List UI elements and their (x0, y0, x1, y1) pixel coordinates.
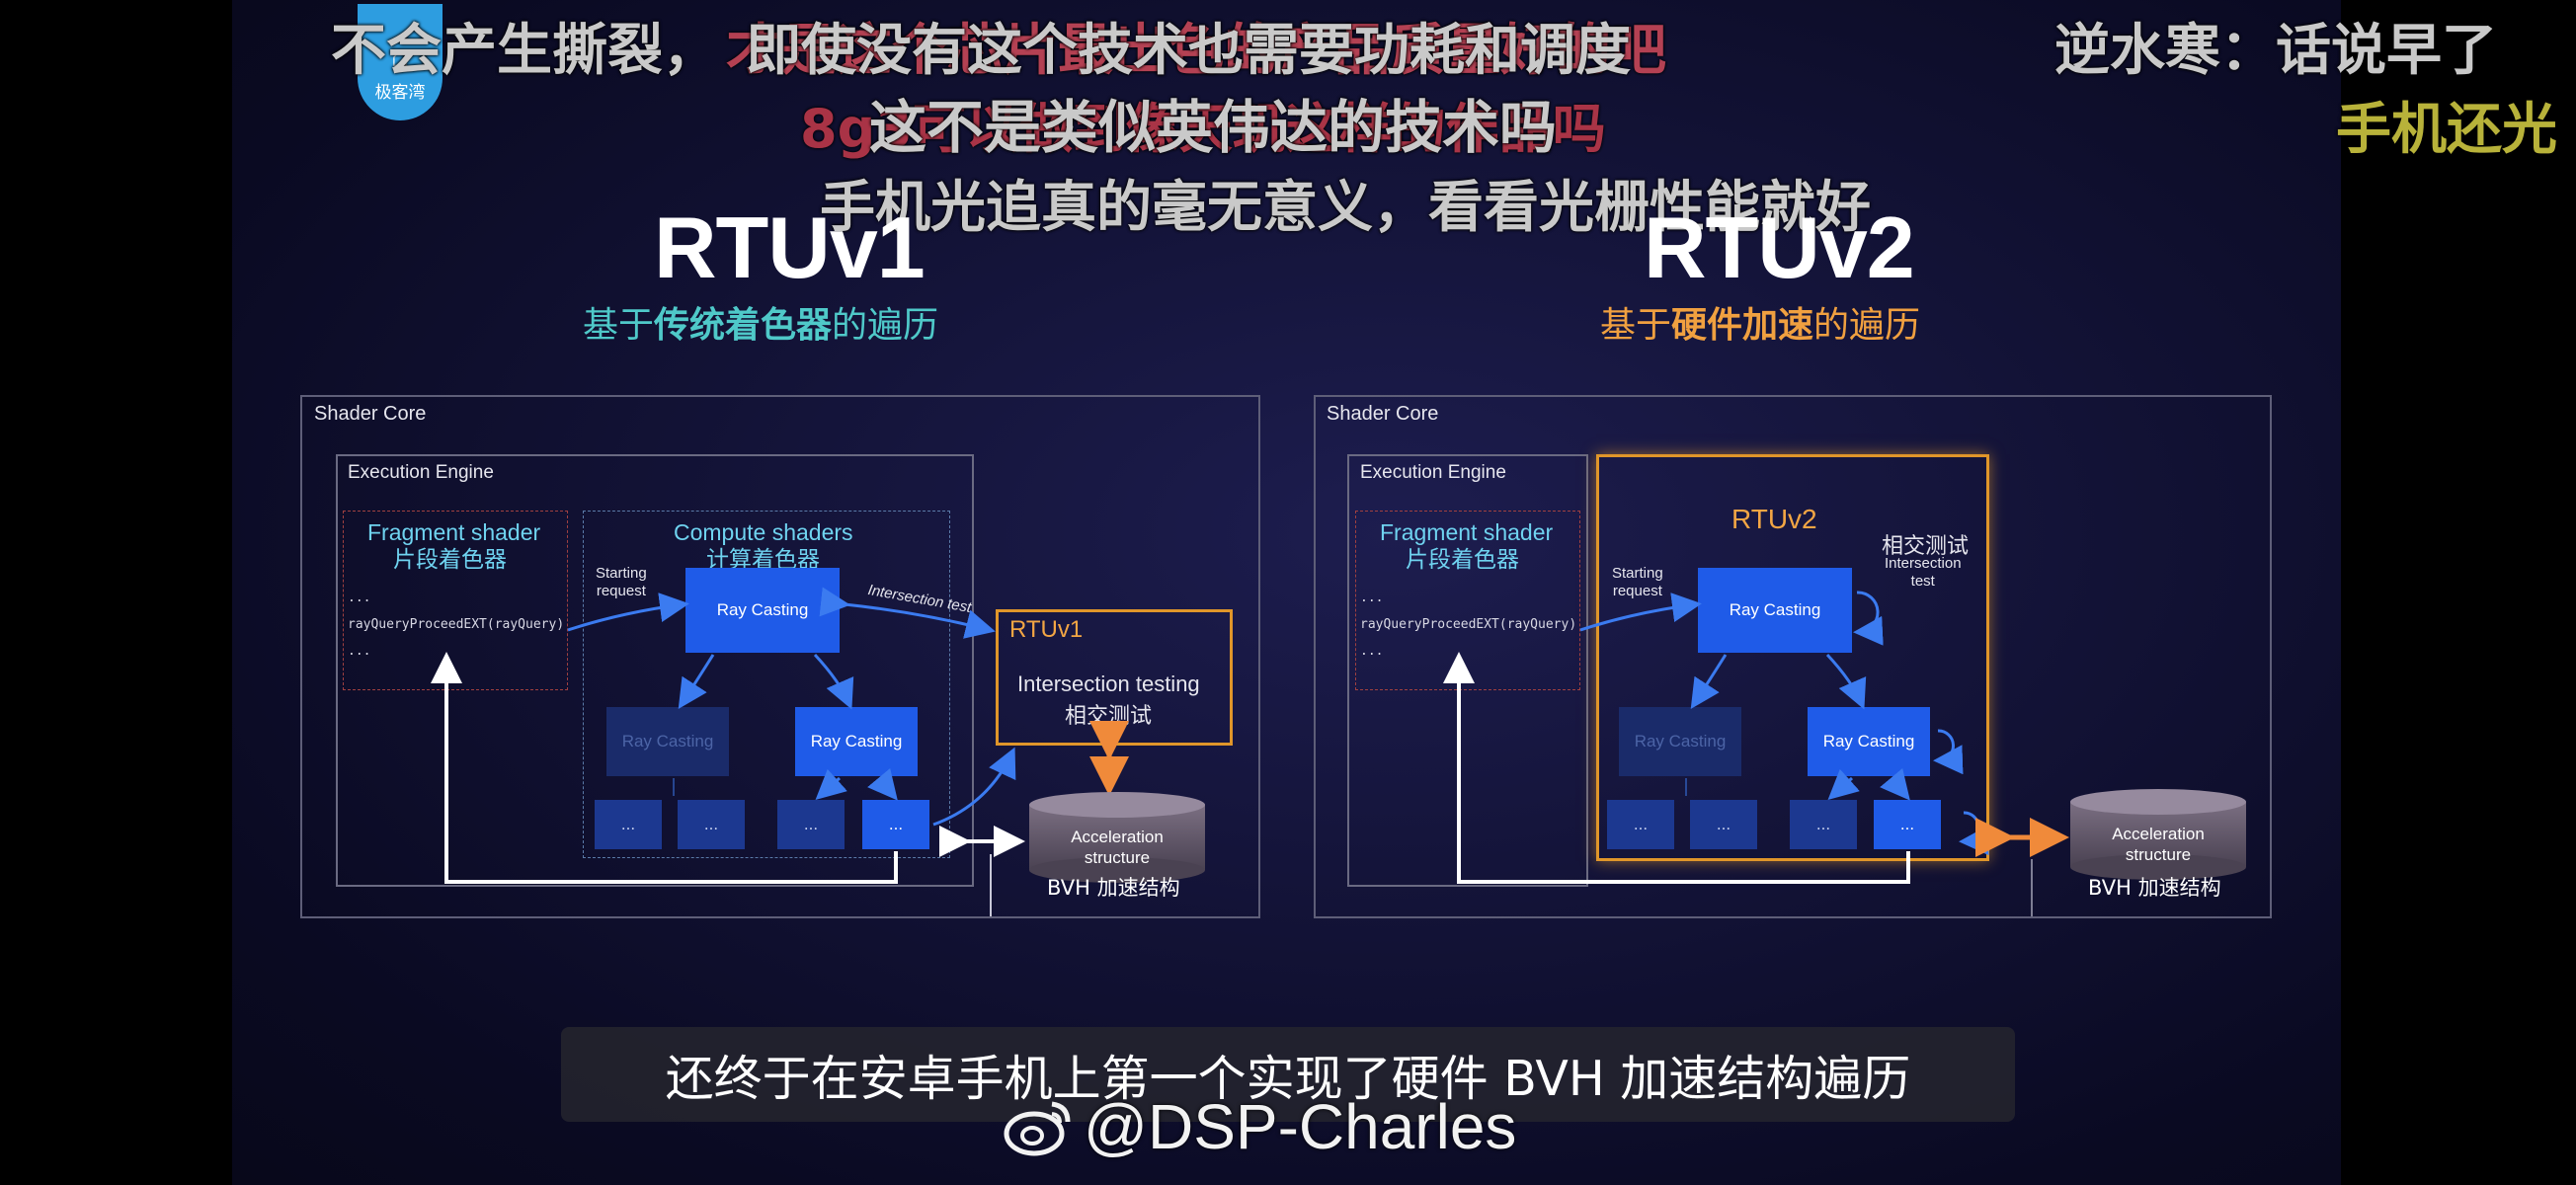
left-dots-box-active: ... (862, 800, 929, 849)
right-dots-box: ... (1690, 800, 1757, 849)
left-execution-engine-label: Execution Engine (348, 462, 494, 483)
right-ray-casting-dim: Ray Casting (1619, 707, 1741, 776)
left-shader-core-label: Shader Core (314, 403, 427, 425)
right-acceleration-cylinder (2070, 789, 2246, 880)
rtuv1-intersection-testing-en: Intersection testing (1017, 672, 1200, 696)
right-accel-structure-label: Acceleration structure (2112, 825, 2205, 865)
subtitle-pre: 基于 (583, 305, 655, 346)
right-execution-engine-label: Execution Engine (1360, 462, 1506, 483)
danmaku-comment: 即使没有这个技术也需要功耗和调度 (746, 19, 1631, 83)
right-code-dots: ... (1360, 591, 1384, 605)
right-code-dots: ... (1360, 644, 1384, 659)
right-ray-casting-main: Ray Casting (1698, 568, 1852, 653)
left-code-dots: ... (348, 644, 371, 659)
left-dots-box: ... (595, 800, 662, 849)
right-execution-engine (1347, 454, 1588, 887)
rtuv2-intersection-en: Intersection test (1885, 555, 1962, 590)
left-starting-request: Starting request (596, 565, 647, 599)
subtitle-bold: 传统着色器 (654, 305, 833, 346)
right-shader-core-label: Shader Core (1327, 403, 1439, 425)
left-shader-core-panel (300, 395, 1260, 918)
left-acceleration-cylinder (1029, 792, 1205, 883)
weibo-icon (1004, 1101, 1071, 1156)
rtuv1-label: RTUv1 (1009, 616, 1084, 643)
subtitle-pre: 基于 (1600, 305, 1672, 346)
subtitle-text: 还终于在安卓手机上第一个实现了硬件 BVH 加速结构遍历 (665, 1050, 1911, 1107)
right-dots-box: ... (1607, 800, 1674, 849)
rtuv2-label: RTUv2 (1731, 504, 1817, 534)
video-subtitle: 还终于在安卓手机上第一个实现了硬件 BVH 加速结构遍历 (561, 1027, 2015, 1122)
right-fragment-shader-en: Fragment shader (1380, 519, 1554, 545)
left-compute-shaders-box (583, 511, 950, 858)
left-fragment-shader-box (343, 511, 568, 690)
left-bvh-label: BVH 加速结构 (1047, 876, 1180, 900)
right-ray-casting-second: Ray Casting (1808, 707, 1930, 776)
right-code-line: rayQueryProceedEXT(rayQuery) (1360, 617, 1577, 632)
right-title: RTUv2 (1644, 198, 1915, 296)
left-dots-box: ... (678, 800, 745, 849)
left-accel-structure-label: Acceleration structure (1071, 828, 1164, 868)
left-ray-casting-main: Ray Casting (685, 568, 840, 653)
rtuv2-box (1596, 454, 1989, 861)
left-ray-casting-second: Ray Casting (795, 707, 918, 776)
logo-text: 极客湾 (374, 83, 426, 103)
left-dots-box: ... (777, 800, 845, 849)
subtitle-post: 的遍历 (832, 305, 939, 346)
left-compute-shaders-zh: 计算着色器 (706, 546, 820, 572)
subtitle-post: 的遍历 (1813, 305, 1921, 346)
right-dots-box-active: ... (1874, 800, 1941, 849)
rtuv2-intersection-zh: 相交测试 (1882, 534, 1970, 559)
right-starting-request: Starting request (1612, 565, 1663, 599)
right-bvh-label: BVH 加速结构 (2088, 876, 2221, 900)
left-subtitle: 基于传统着色器的遍历 (583, 296, 938, 348)
left-fragment-shader-en: Fragment shader (367, 519, 541, 545)
weibo-watermark: @DSP-Charles (1003, 1091, 1516, 1162)
right-fragment-shader-zh: 片段着色器 (1406, 546, 1519, 572)
left-code-dots: ... (348, 591, 371, 605)
right-shader-core-panel (1314, 395, 2272, 918)
watermark-text: @DSP-Charles (1084, 1091, 1517, 1162)
danmaku-comment: 8g3可以做到像天玑这样的作品吗 (800, 98, 1606, 160)
right-dots-box: ... (1790, 800, 1857, 849)
left-ray-casting-dim: Ray Casting (606, 707, 729, 776)
left-title: RTUv1 (654, 198, 926, 296)
logo-icon: ⌂ (390, 40, 410, 73)
left-execution-engine (336, 454, 974, 887)
subtitle-bold: 硬件加速 (1671, 305, 1814, 346)
danmaku-comment: 逆水寒：话说早了 (2054, 19, 2497, 83)
danmaku-comment: 不会产生撕裂， (331, 19, 718, 83)
channel-logo: ⌂ 极客湾 (358, 4, 443, 120)
right-subtitle: 基于硬件加速的遍历 (1600, 296, 1920, 348)
left-code-line: rayQueryProceedEXT(rayQuery) (348, 617, 565, 632)
danmaku-comment: 才是这个芯片最出色的产品质量好的吧 (726, 19, 1666, 83)
left-compute-shaders-en: Compute shaders (674, 519, 853, 545)
right-fragment-shader-box (1355, 511, 1580, 690)
left-fragment-shader-zh: 片段着色器 (393, 546, 507, 572)
danmaku-comment: 手机还光 (2336, 98, 2557, 162)
danmaku-comment: 这不是类似英伟达的技术吗 (869, 94, 1558, 161)
danmaku-comment: 手机光追真的毫无意义，看看光栅性能就好 (820, 176, 1871, 240)
